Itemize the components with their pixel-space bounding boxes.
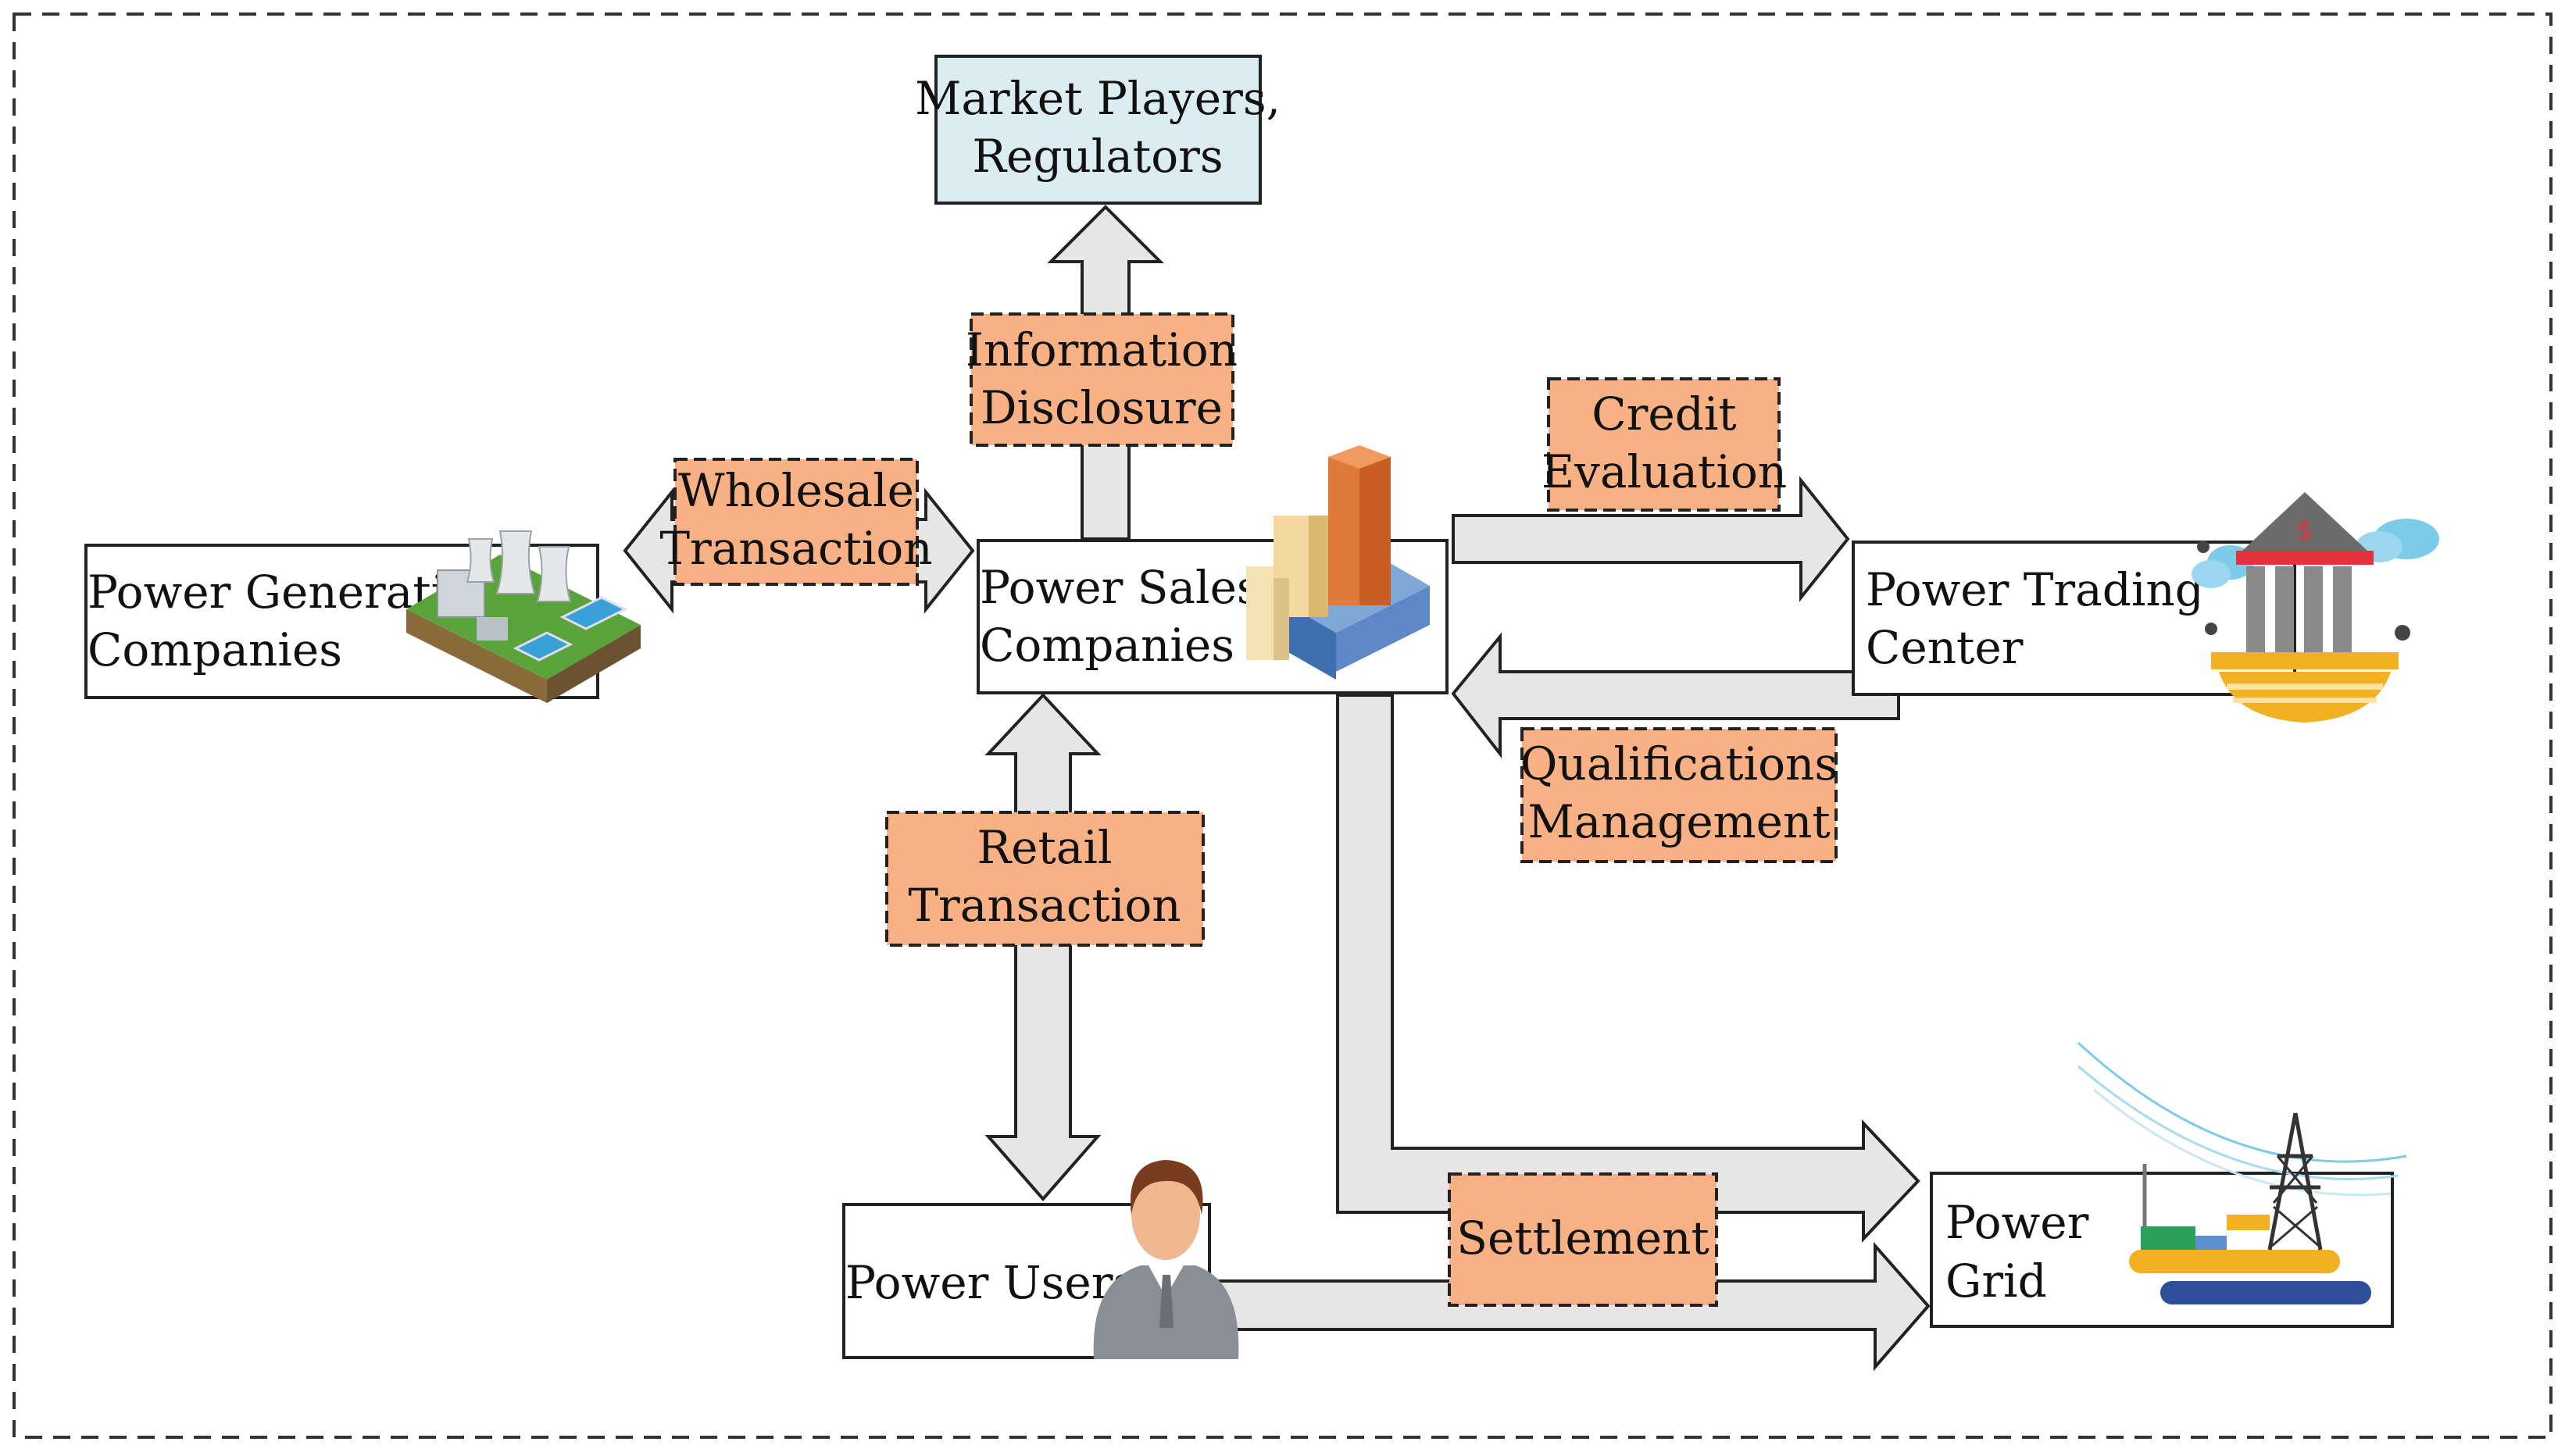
outer-frame — [13, 12, 2552, 1439]
market-players-box — [934, 55, 1262, 205]
power-grid-icon — [2077, 1041, 2407, 1304]
qualifications-management-label: Qualifications Management — [1520, 727, 1838, 863]
power-trading-line1: Power Trading — [1866, 563, 2204, 616]
qualifications-line2: Management — [1527, 795, 1830, 848]
information-line2: Disclosure — [981, 381, 1223, 434]
market-players-line2: Regulators — [972, 130, 1223, 183]
svg-text:$: $ — [2296, 515, 2313, 546]
retail-arrow — [984, 693, 1102, 1202]
retail-line1: Retail — [977, 821, 1113, 874]
power-plant-icon — [406, 530, 641, 703]
information-disclosure-label: Information Disclosure — [966, 312, 1238, 447]
power-grid-line1: Power — [1945, 1196, 2089, 1249]
power-sales-line1: Power Sales — [980, 561, 1260, 614]
retail-transaction-label: Retail Transaction — [885, 811, 1205, 947]
power-generation-line2: Companies — [88, 623, 342, 676]
power-grid-line2: Grid — [1945, 1254, 2047, 1308]
trading-center-icon: $ — [2192, 492, 2439, 723]
users-to-grid-arrow — [1217, 1241, 1931, 1372]
wholesale-transaction-label: Wholesale Transaction — [659, 458, 933, 586]
power-user-icon — [1093, 1160, 1239, 1359]
power-users-label: Power Users — [845, 1256, 1136, 1309]
settlement-label: Settlement — [1448, 1172, 1718, 1307]
retail-line2: Transaction — [908, 879, 1181, 932]
wholesale-line1: Wholesale — [678, 464, 914, 517]
credit-line1: Credit — [1592, 387, 1736, 441]
information-line1: Information — [966, 323, 1238, 376]
wholesale-line2: Transaction — [659, 522, 932, 575]
settlement-text: Settlement — [1456, 1212, 1709, 1265]
credit-arrow — [1452, 476, 1850, 602]
market-players-line1: Market Players, — [915, 72, 1281, 125]
qualifications-line1: Qualifications — [1520, 737, 1838, 790]
credit-line2: Evaluation — [1542, 445, 1787, 498]
credit-evaluation-label: Credit Evaluation — [1542, 377, 1787, 512]
power-trading-line2: Center — [1866, 621, 2024, 674]
power-sales-line2: Companies — [980, 619, 1234, 672]
office-buildings-icon — [1246, 445, 1430, 680]
